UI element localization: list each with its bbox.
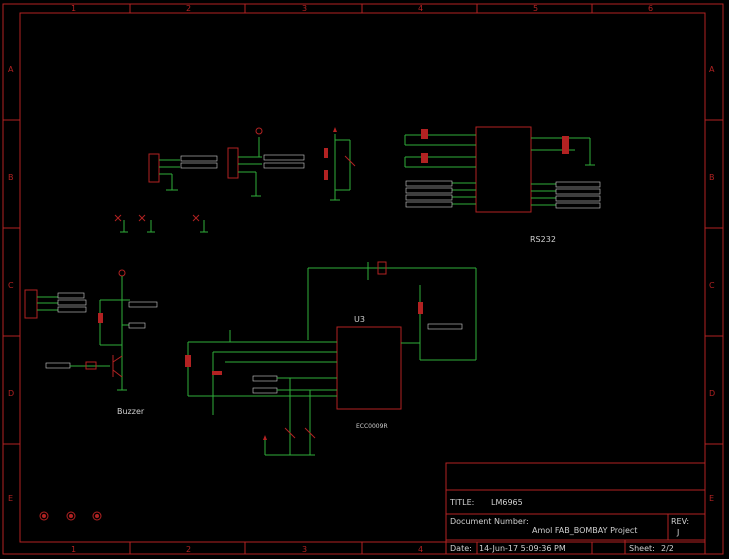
ground-symbols	[114, 214, 208, 233]
row-label-d: D	[8, 389, 14, 398]
col-label-1: 1	[71, 4, 76, 13]
col-label-1-bottom: 1	[71, 545, 76, 554]
outer-frame	[2, 3, 724, 555]
col-label-4-bottom: 4	[418, 545, 423, 554]
docnum-label: Document Number:	[450, 517, 529, 526]
u3-label: U3	[354, 315, 365, 324]
mounting-holes	[39, 511, 102, 521]
date-value: 14-Jun-17 5:09:36 PM	[479, 544, 566, 553]
row-label-a: A	[8, 65, 14, 74]
rs232-label: RS232	[530, 235, 556, 244]
supply-capacitor-group	[324, 127, 356, 201]
title-block	[445, 462, 706, 555]
date-label: Date:	[450, 544, 472, 553]
buzzer-block	[24, 269, 158, 391]
col-label-6: 6	[648, 4, 653, 13]
row-label-c: C	[8, 281, 14, 290]
col-label-2-bottom: 2	[186, 545, 191, 554]
col-label-3: 3	[302, 4, 307, 13]
col-label-3-bottom: 3	[302, 545, 307, 554]
row-label-e: E	[8, 494, 13, 503]
row-label-c-right: C	[709, 281, 715, 290]
sheet-label: Sheet:	[629, 544, 655, 553]
col-label-5: 5	[533, 4, 538, 13]
row-label-b: B	[8, 173, 14, 182]
column-dividers	[3, 4, 723, 554]
header-connector-group	[148, 127, 305, 197]
row-label-b-right: B	[709, 173, 715, 182]
row-label-d-right: D	[709, 389, 715, 398]
row-label-e-right: E	[709, 494, 714, 503]
col-label-2: 2	[186, 4, 191, 13]
row-label-a-right: A	[709, 65, 715, 74]
rs232-block	[404, 126, 601, 213]
col-label-4: 4	[418, 4, 423, 13]
buzzer-label: Buzzer	[117, 407, 145, 416]
rev-label: REV:	[671, 517, 689, 526]
docnum-value: Amol FAB_BOMBAY Project	[532, 526, 637, 535]
title-label: TITLE:	[449, 498, 474, 507]
u3-block	[185, 261, 477, 456]
rev-value: J	[676, 528, 679, 537]
mcu-part-label: ECC0009R	[356, 423, 388, 430]
title-value: LM6965	[491, 498, 523, 507]
sheet-value: 2/2	[661, 544, 674, 553]
